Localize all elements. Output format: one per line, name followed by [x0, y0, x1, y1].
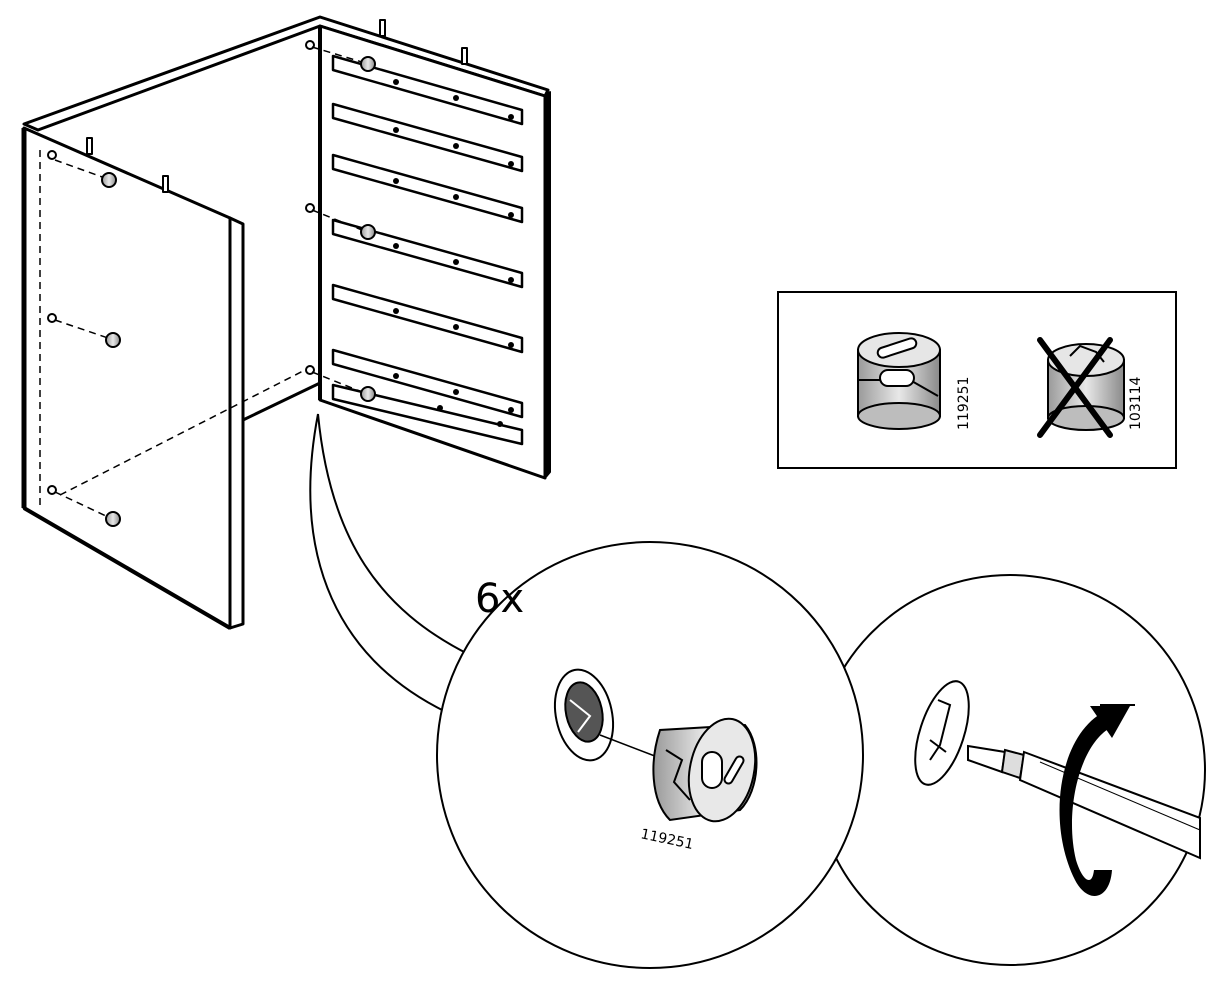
side-panel-edge: [228, 216, 245, 630]
quantity-label: 6x: [475, 576, 524, 622]
cam-lock-part-icon: [652, 717, 758, 823]
top-hooks: [86, 19, 468, 193]
panel-hole-icon: [553, 668, 615, 762]
cam-fittings: [101, 56, 376, 527]
drawer-rails: [331, 54, 524, 446]
correct-part-number: 119251: [956, 377, 972, 430]
callout-tail: [309, 413, 471, 713]
detail-circle-insert: 119251: [436, 541, 864, 969]
rotate-arrow-icon: [1059, 704, 1135, 897]
cabinet-assembly: [21, 15, 551, 630]
insert-guide-line: [599, 734, 661, 759]
wrong-part-number: 103114: [1128, 376, 1144, 430]
part-comparison-box: 119251 103114: [777, 291, 1177, 469]
correct-cam-lock-icon: [857, 332, 941, 430]
floor-outline: [242, 381, 321, 422]
cross-out-icon: [1037, 337, 1113, 438]
back-panel-edge: [544, 91, 551, 479]
side-panel: [22, 126, 232, 630]
wrong-cam-lock-icon: [1047, 343, 1125, 431]
detail-circle-turn: [814, 574, 1206, 966]
alignment-guides: [39, 46, 363, 518]
cam-slot-icon: [914, 680, 970, 786]
